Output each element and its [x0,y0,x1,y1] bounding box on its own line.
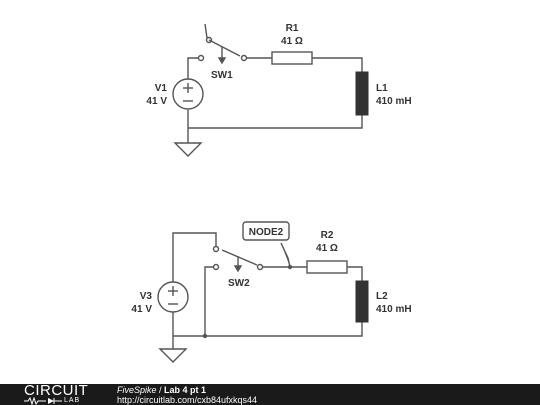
circuit-title: Lab 4 pt 1 [164,385,207,395]
resistor-r1[interactable] [271,51,313,65]
owner-link[interactable]: FiveSpike [117,385,157,395]
switch-sw1[interactable] [197,23,248,65]
ground-symbol [173,142,203,157]
inductor-l2[interactable] [355,280,369,323]
schematic-canvas: R1 41 Ω SW1 V1 41 V L1 410 mH NODE2 [131,23,412,363]
l2-value: 410 mH [376,304,412,315]
title-separator: / [156,385,165,395]
circuitlab-logo[interactable]: CIRCUIT LAB [24,382,94,405]
footer-bar: CIRCUIT LAB FiveSpike / Lab 4 pt 1 http:… [0,382,540,405]
wire-r2-l2 [347,266,363,281]
wire-l1-bottom [188,115,363,129]
wire-l2-bottom [173,322,363,337]
switch-contact [256,263,264,271]
junction-dot [202,333,208,339]
voltage-source-v3[interactable] [157,281,189,313]
l1-name: L1 [376,83,388,94]
logo-text-bottom: LAB [64,397,81,404]
switch-arrowhead [233,265,243,273]
wire-v3-top [172,232,217,282]
circuit-title-line: FiveSpike / Lab 4 pt 1 [117,385,206,395]
wire-sw2-lower [204,266,216,336]
v3-name: V3 [140,291,153,302]
ground-symbol [158,348,188,363]
node-label: NODE2 [249,227,284,238]
switch-contact [212,263,220,271]
circuit-1 [187,57,363,143]
node-label-leader [280,242,291,268]
l2-name: L2 [376,291,388,302]
voltage-source-v1[interactable] [172,78,204,110]
switch-arrowhead [217,57,227,65]
circuit-url-link[interactable]: http://circuitlab.com/cxb84ufxkqs44 [117,395,258,405]
switch-contact [212,245,220,253]
wire-r1-l1 [312,57,363,72]
r2-value: 41 Ω [316,243,338,254]
switch-sw2[interactable] [212,245,264,273]
logo-wave-icon [24,397,62,405]
switch-actuator [204,23,208,39]
switch-contact [240,54,248,62]
logo-text-top: CIRCUIT [24,382,89,399]
r1-value: 41 Ω [281,36,303,47]
v1-value: 41 V [146,96,167,107]
v3-value: 41 V [131,304,152,315]
switch-blade [221,249,258,266]
sw2-name: SW2 [228,278,250,289]
sw1-name: SW1 [211,70,233,81]
inductor-l1[interactable] [355,71,369,116]
resistor-r2[interactable] [306,260,348,274]
l1-value: 410 mH [376,96,412,107]
wire-v1-top [187,57,198,79]
r1-name: R1 [286,23,299,34]
circuit-2 [172,232,363,349]
junction-dot [287,264,293,270]
switch-contact [197,54,205,62]
node-label-box[interactable] [242,221,290,241]
switch-blade [208,39,241,57]
r2-name: R2 [321,230,334,241]
v1-name: V1 [155,83,168,94]
